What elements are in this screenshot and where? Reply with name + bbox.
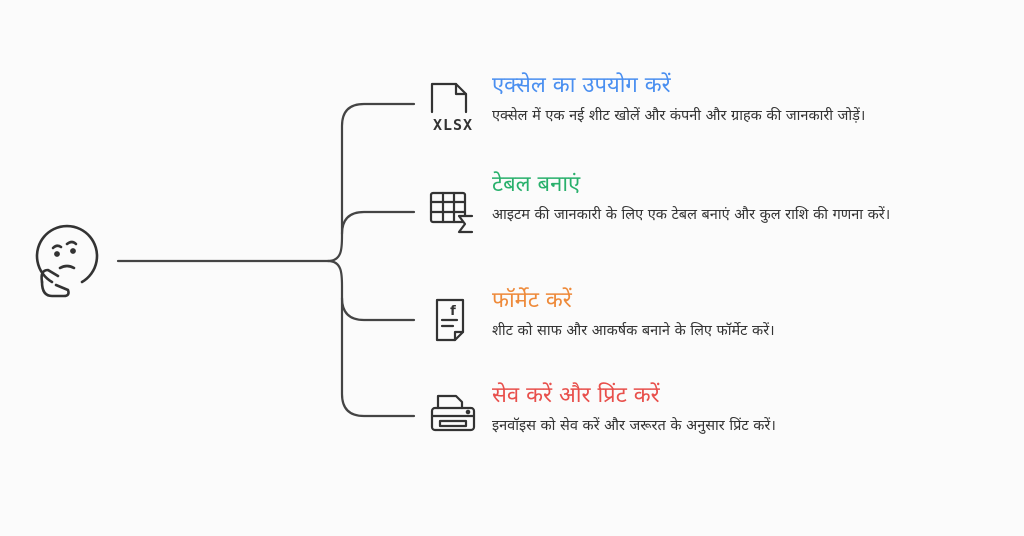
step-title: सेव करें और प्रिंट करें [492, 383, 660, 408]
step-make-table: टेबल बनाएं आइटम की जानकारी के लिए एक टेब… [492, 171, 1012, 226]
printer-icon [430, 394, 476, 432]
connector-lines [116, 102, 416, 418]
step-format: फॉर्मेट करें शीट को साफ और आकर्षक बनाने … [492, 287, 1012, 342]
formatted-document-icon [435, 298, 465, 342]
step-description: एक्सेल में एक नई शीट खोलें और कंपनी और ग… [492, 108, 866, 124]
step-description: इनवॉइस को सेव करें और जरूरत के अनुसार प्… [492, 418, 776, 434]
step-save-print: सेव करें और प्रिंट करें इनवॉइस को सेव कर… [492, 382, 1012, 437]
table-sum-icon [429, 191, 474, 234]
step-use-excel: एक्सेल का उपयोग करें एक्सेल में एक नई शी… [492, 72, 1012, 127]
step-description: शीट को साफ और आकर्षक बनाने के लिए फॉर्मे… [492, 323, 775, 339]
xlsx-file-icon [430, 82, 468, 114]
format-icon-letter: f [450, 304, 456, 319]
xlsx-icon-label: XLSX [433, 116, 473, 134]
thinking-face-icon [35, 224, 99, 298]
step-title: फॉर्मेट करें [492, 288, 572, 313]
branch-line-4 [340, 296, 416, 418]
branch-line-2 [340, 210, 416, 236]
step-title: एक्सेल का उपयोग करें [492, 73, 671, 98]
branch-line-1 [326, 102, 416, 263]
step-title: टेबल बनाएं [492, 172, 581, 197]
step-description: आइटम की जानकारी के लिए एक टेबल बनाएं और … [492, 207, 891, 223]
